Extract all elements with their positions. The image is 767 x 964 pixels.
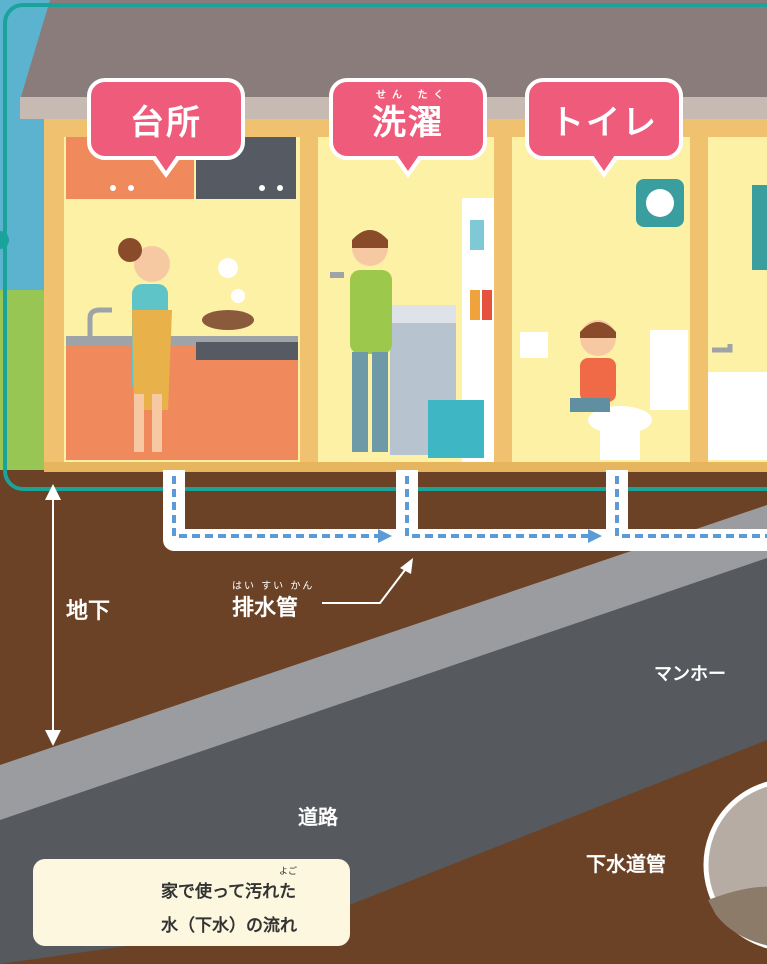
hood-light — [259, 185, 265, 191]
man-hair — [352, 230, 388, 248]
hood-light — [277, 185, 283, 191]
flow-line — [405, 476, 590, 538]
cabinet-knob — [110, 185, 116, 191]
fan-blade — [646, 189, 674, 217]
drain-pointer-line — [322, 565, 409, 604]
steam — [231, 289, 245, 303]
steam — [218, 258, 238, 278]
bath-window — [752, 185, 767, 270]
roof — [20, 0, 767, 100]
woman-apron — [132, 310, 172, 410]
flow-arrowhead — [588, 529, 602, 543]
toilet-tank — [650, 330, 688, 410]
callout-laundry-label: 洗濯 — [372, 102, 444, 143]
woman-leg — [152, 394, 162, 452]
detergent-bottle — [470, 290, 480, 320]
laundry-basket — [428, 400, 484, 458]
laundry-faucet — [330, 272, 344, 278]
callout-laundry-ruby: せん たく — [376, 90, 450, 101]
bathtub — [708, 372, 767, 460]
legend-box: よご 家で使って汚れた 水（下水）の流れ — [33, 859, 350, 946]
legend-line1-ruby: よご — [279, 867, 298, 877]
floor — [44, 462, 767, 472]
washer-top — [390, 305, 456, 323]
label-road: 道路 — [298, 805, 338, 829]
lower-cabinet — [66, 346, 298, 460]
depth-arrow-down — [45, 730, 61, 746]
boy-hair — [580, 322, 616, 338]
road-surface — [0, 505, 767, 822]
callout-kitchen: 台所 — [87, 78, 245, 160]
flow-arrowhead — [378, 529, 392, 543]
callout-laundry: 洗濯 — [329, 78, 487, 160]
edge-marker — [0, 231, 9, 249]
legend-line2: 水（下水）の流れ — [161, 916, 297, 936]
callout-toilet-label: トイレ — [550, 102, 658, 143]
detergent-bottle — [482, 290, 492, 320]
woman-face — [134, 246, 170, 282]
cooking-pot — [202, 310, 254, 330]
man-shirt — [350, 270, 392, 354]
toilet-base — [600, 420, 640, 460]
boy-legs — [570, 398, 610, 412]
detergent-bottle — [470, 220, 484, 250]
stove — [196, 342, 298, 360]
sewer-water — [708, 886, 767, 946]
legend-line1: 家で使って汚れた — [161, 882, 297, 902]
depth-arrow-up — [45, 484, 61, 500]
flow-line — [615, 476, 767, 538]
label-drain-pipe-ruby: はい すい かん — [232, 581, 315, 592]
countertop — [66, 336, 298, 346]
label-manhole: マンホー — [654, 664, 726, 685]
woman-hair — [118, 238, 142, 262]
kitchen-faucet — [87, 307, 112, 336]
boy-shirt — [580, 358, 616, 402]
label-drain-pipe: 排水管 — [232, 596, 299, 621]
toilet-paper — [520, 332, 548, 358]
callout-kitchen-label: 台所 — [130, 102, 202, 143]
man-leg — [352, 352, 368, 452]
label-underground: 地下 — [66, 599, 111, 624]
cabinet-knob — [128, 185, 134, 191]
bath-faucet — [712, 344, 733, 353]
label-sewer-pipe: 下水道管 — [586, 852, 666, 876]
flow-line — [172, 476, 380, 538]
callout-toilet: トイレ — [525, 78, 683, 160]
drain-pointer-arrowhead — [400, 558, 413, 574]
woman-leg — [134, 394, 144, 452]
man-leg — [372, 352, 388, 452]
